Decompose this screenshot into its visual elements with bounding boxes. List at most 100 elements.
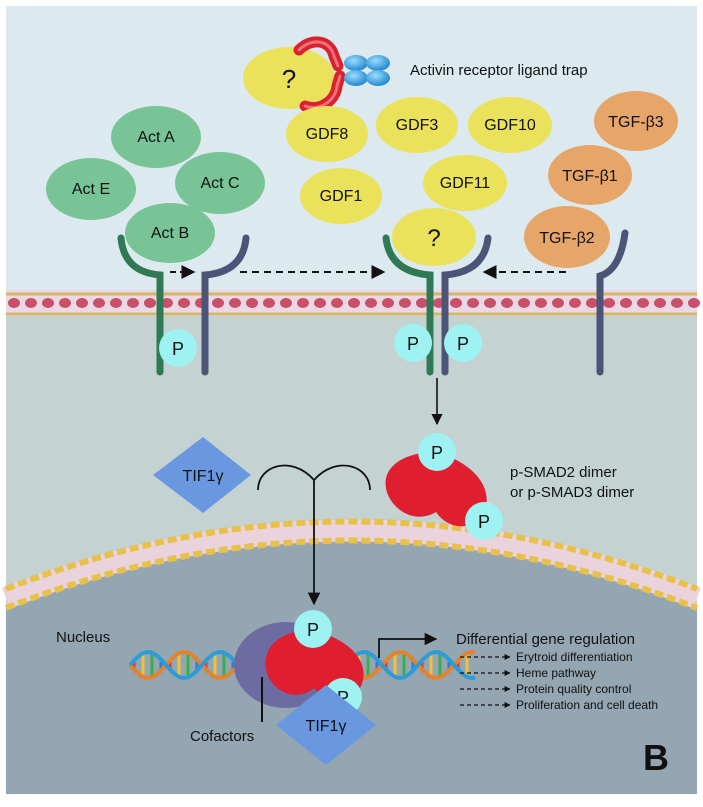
ligand-tgf-b2 (524, 206, 610, 268)
type-ii-receptor-center (441, 234, 492, 376)
membrane-lipid (688, 298, 700, 308)
smad-label-line2: or p-SMAD3 dimer (510, 484, 634, 501)
membrane-lipid (348, 298, 360, 308)
membrane-lipid (416, 298, 428, 308)
regulation-item: Heme pathway (516, 666, 596, 680)
ligand-gdf10 (468, 97, 552, 153)
ligand-act-c (175, 152, 265, 214)
trap-arm-highlight (297, 40, 342, 109)
trap-question-mark: ? (282, 64, 296, 94)
phospho-center-left (394, 324, 432, 362)
tif1-gamma-nucleus: TIF1γ (276, 685, 376, 765)
membrane-lipid (59, 298, 71, 308)
membrane-lipid (501, 298, 513, 308)
nuclear-membrane (1, 518, 701, 611)
membrane-lipid (467, 298, 479, 308)
panel-letter: B (643, 737, 669, 778)
bound-ligand-question: ? (427, 225, 440, 252)
membrane-lipid (297, 298, 309, 308)
ligand-act-b (125, 203, 215, 263)
membrane-lipid (42, 298, 54, 308)
nucleus-label: Nucleus (56, 629, 110, 646)
membrane-lipid (552, 298, 564, 308)
ligand-gdf3-label: GDF3 (396, 117, 439, 134)
gdf-ligands: GDF8 GDF3 GDF10 GDF1 GDF11 (286, 97, 552, 224)
membrane-lipid (450, 298, 462, 308)
membrane-lipid (127, 298, 139, 308)
membrane-lipid (76, 298, 88, 308)
ligand-act-e (46, 158, 136, 220)
membrane-lipid (586, 298, 598, 308)
smad-dimer-shape (385, 452, 487, 527)
smad-phospho-top (418, 433, 456, 471)
membrane-lipid (212, 298, 224, 308)
ligand-act-e-label: Act E (72, 181, 110, 198)
ligand-gdf8-label: GDF8 (306, 126, 349, 143)
receptor-pair-left: P (117, 234, 250, 376)
membrane-lipid (161, 298, 173, 308)
ligand-gdf1 (300, 168, 382, 224)
tgf-beta-ligands: TGF-β3 TGF-β1 TGF-β2 (524, 91, 678, 268)
nuclear-phospho-top-label: P (307, 620, 319, 640)
tif1-gamma-cytoplasm: TIF1γ (153, 437, 251, 513)
nuclear-phospho-top (294, 610, 332, 648)
membrane-lipid (178, 298, 190, 308)
membrane-lipid (331, 298, 343, 308)
membrane-lipid (365, 298, 377, 308)
ligand-tgf-b3 (594, 91, 678, 151)
nuclear-tif1-gamma-label: TIF1γ (306, 718, 347, 735)
phospho-left-label: P (172, 339, 184, 359)
phospho-center-right (444, 324, 482, 362)
ligand-gdf11-label: GDF11 (440, 175, 490, 192)
membrane-lipid (399, 298, 411, 308)
membrane-lipid (535, 298, 547, 308)
membrane-lipid (8, 298, 20, 308)
smad-phospho-top-label: P (431, 443, 443, 463)
gene-regulation: Differential gene regulation Erytroid di… (378, 631, 658, 712)
ligand-tgf-b3-label: TGF-β3 (608, 114, 664, 131)
membrane-lipid (671, 298, 683, 308)
psmad-dimer-nucleus: P P (265, 610, 364, 716)
membrane-lipid (620, 298, 632, 308)
regulation-title: Differential gene regulation (456, 631, 635, 648)
smad-label-line1: p-SMAD2 dimer (510, 464, 617, 481)
membrane-lipid (603, 298, 615, 308)
cofactors-label: Cofactors (190, 728, 254, 745)
ligand-gdf8 (286, 106, 368, 162)
membrane-lipid (280, 298, 292, 308)
membrane-lipid (229, 298, 241, 308)
phospho-center-right-label: P (457, 334, 469, 354)
type-ii-receptor-right (596, 229, 629, 376)
ligand-gdf1-label: GDF1 (320, 188, 363, 205)
ligand-gdf3 (376, 97, 458, 153)
membrane-lipid (518, 298, 530, 308)
membrane-lipid (246, 298, 258, 308)
regulation-item: Proliferation and cell death (516, 698, 658, 712)
trap-label: Activin receptor ligand trap (410, 62, 588, 79)
ligand-tgf-b1 (548, 145, 632, 205)
ligand-gdf10-label: GDF10 (484, 117, 536, 134)
fc-domain-icon (344, 55, 390, 86)
membrane-lipid (25, 298, 37, 308)
psmad-dimer-cytoplasm: P P p-SMAD2 dimer or p-SMAD3 dimer (385, 433, 634, 540)
membrane-lipid (144, 298, 156, 308)
type-i-receptor-left (117, 234, 164, 376)
membrane-lipid (569, 298, 581, 308)
ligand-act-a (111, 106, 201, 168)
membrane-lipid (93, 298, 105, 308)
trapped-ligand (243, 47, 335, 109)
membrane-lipid (314, 298, 326, 308)
membrane-lipid (382, 298, 394, 308)
phospho-center-left-label: P (407, 334, 419, 354)
tif1-gamma-label: TIF1γ (183, 468, 224, 485)
bound-ligand (392, 208, 476, 266)
membrane-lipid (263, 298, 275, 308)
membrane-lipid (654, 298, 666, 308)
type-i-receptor-center (382, 234, 434, 376)
ligand-gdf11 (423, 155, 507, 211)
ligand-act-a-label: Act A (137, 129, 175, 146)
smad-phospho-bottom-label: P (478, 512, 490, 532)
regulation-item: Erytroid differentiation (516, 650, 633, 664)
smad-phospho-bottom (465, 502, 503, 540)
